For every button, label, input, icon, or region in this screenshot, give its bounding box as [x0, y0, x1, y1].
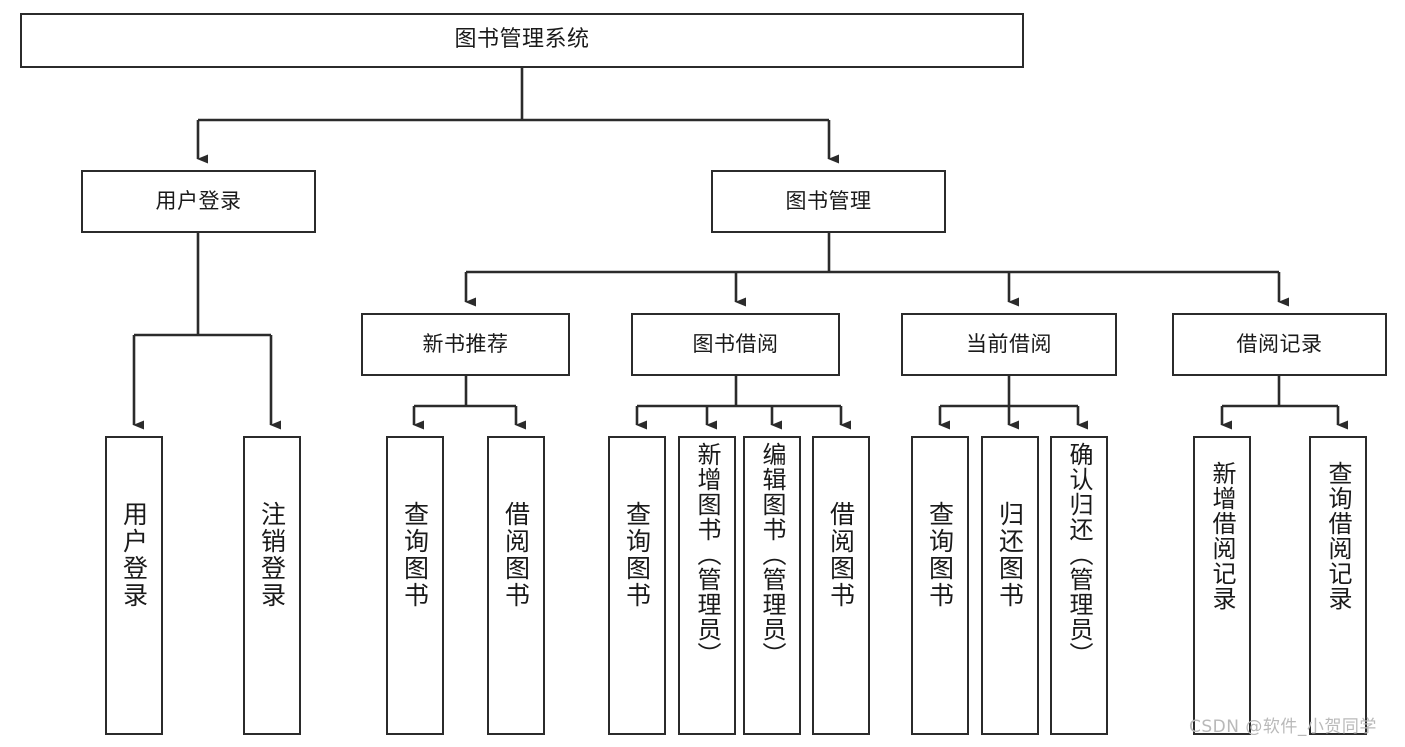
node-label: 查询借阅记录 [1324, 461, 1352, 611]
leaf-borrow-record-add-record[interactable]: 新增借阅记录 [1193, 436, 1251, 735]
node-label: 用户登录 [155, 188, 242, 213]
node-label: 注销登录 [257, 501, 287, 609]
leaf-user-login-login[interactable]: 用户登录 [105, 436, 163, 735]
node-label: 当前借阅 [966, 331, 1052, 356]
leaf-borrow-record-query-record[interactable]: 查询借阅记录 [1309, 436, 1367, 735]
node-book-borrow[interactable]: 图书借阅 [631, 313, 840, 376]
node-label: 图书管理系统 [454, 27, 590, 53]
leaf-user-login-logout[interactable]: 注销登录 [243, 436, 301, 735]
node-label: 新增借阅记录 [1208, 461, 1236, 611]
node-label: 归还图书 [995, 501, 1025, 609]
node-borrow-record[interactable]: 借阅记录 [1172, 313, 1387, 376]
leaf-current-borrow-query-book[interactable]: 查询图书 [911, 436, 969, 735]
leaf-book-borrow-edit-book-admin[interactable]: 编辑图书（管理员） [743, 436, 801, 735]
node-user-login[interactable]: 用户登录 [81, 170, 316, 233]
csdn-watermark: CSDN @软件_小贺同学 [1189, 717, 1377, 737]
leaf-current-borrow-return-book[interactable]: 归还图书 [981, 436, 1039, 735]
leaf-book-borrow-add-book-admin[interactable]: 新增图书（管理员） [678, 436, 736, 735]
node-label: 借阅图书 [501, 501, 531, 609]
leaf-new-book-borrow-book[interactable]: 借阅图书 [487, 436, 545, 735]
node-label: 查询图书 [400, 501, 430, 609]
leaf-current-borrow-confirm-return-admin[interactable]: 确认归还（管理员） [1050, 436, 1108, 735]
node-label: 新书推荐 [422, 331, 509, 356]
node-label: 用户登录 [119, 501, 149, 609]
node-current-borrow[interactable]: 当前借阅 [901, 313, 1117, 376]
node-label: 查询图书 [622, 501, 652, 609]
node-label: 查询图书 [925, 501, 955, 609]
node-label: 确认归还（管理员） [1065, 442, 1093, 667]
node-book-management[interactable]: 图书管理 [711, 170, 946, 233]
node-label: 图书借阅 [692, 331, 779, 356]
node-new-book-recommend[interactable]: 新书推荐 [361, 313, 570, 376]
node-label: 新增图书（管理员） [693, 442, 721, 667]
node-label: 借阅记录 [1236, 331, 1323, 356]
leaf-book-borrow-borrow-book[interactable]: 借阅图书 [812, 436, 870, 735]
node-label: 图书管理 [785, 188, 872, 213]
leaf-book-borrow-query-book[interactable]: 查询图书 [608, 436, 666, 735]
node-label: 借阅图书 [826, 501, 856, 609]
node-label: 编辑图书（管理员） [758, 442, 786, 667]
node-root-book-management-system[interactable]: 图书管理系统 [20, 13, 1024, 68]
leaf-new-book-query-book[interactable]: 查询图书 [386, 436, 444, 735]
